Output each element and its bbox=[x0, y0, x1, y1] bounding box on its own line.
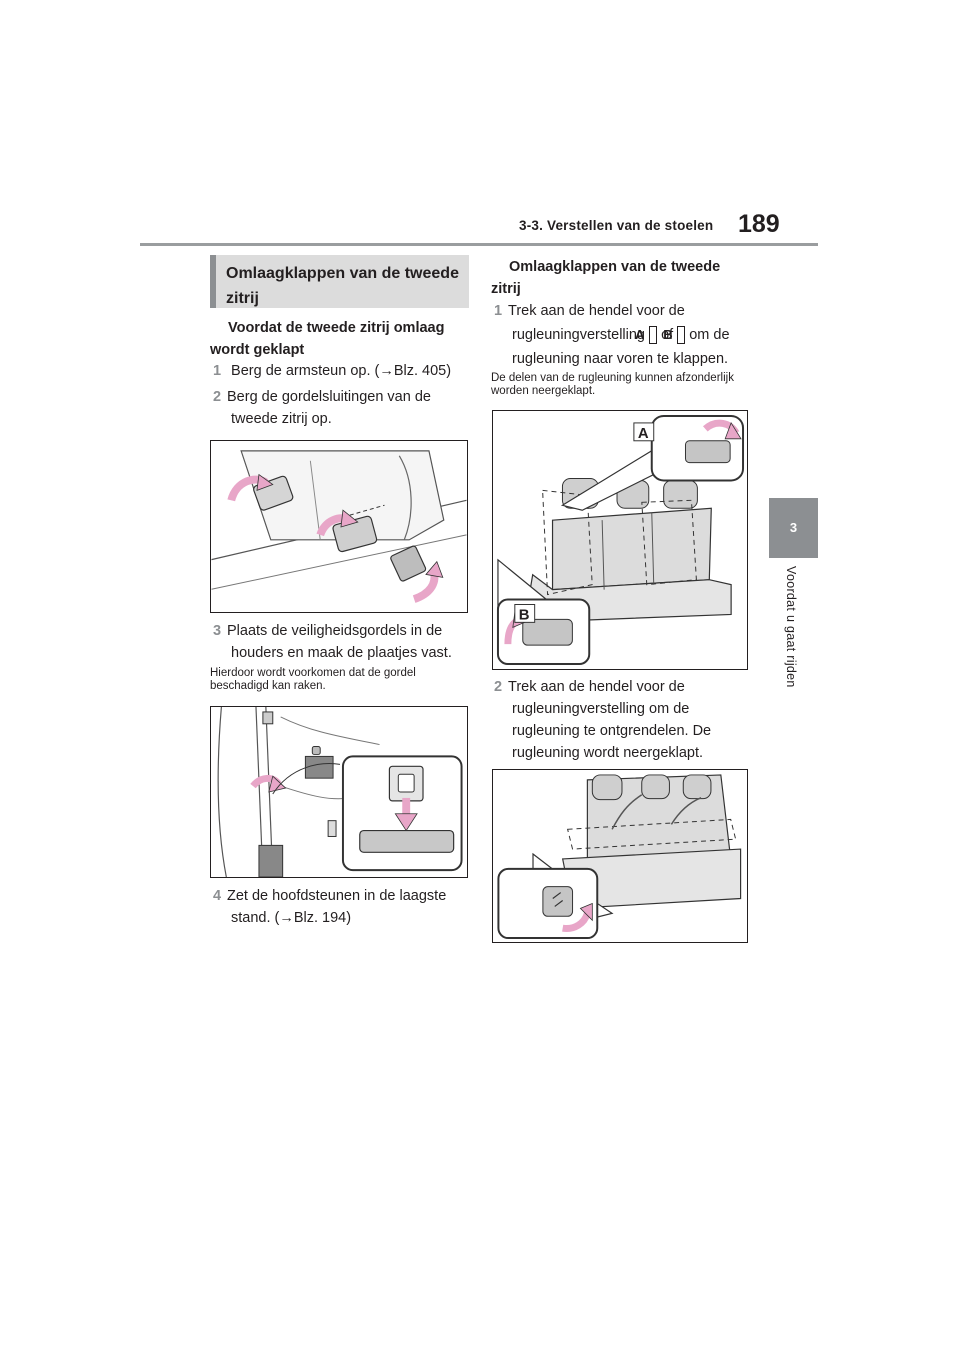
step-text: Berg de armsteun op. (→Blz. 405) bbox=[231, 363, 452, 379]
figure-buckle-storage bbox=[210, 440, 468, 613]
note-belt-damage: Hierdoor wordt voorkomen dat de gordel b… bbox=[210, 667, 416, 692]
step-number: 2 bbox=[494, 679, 503, 695]
step-number: 1 bbox=[494, 303, 503, 319]
page-number: 189 bbox=[738, 210, 780, 238]
belt-holder-illustration bbox=[217, 707, 463, 877]
label-a-badge: A bbox=[635, 326, 658, 344]
subheading-text: Omlaagklappen van de tweede zitrij bbox=[491, 259, 721, 297]
step-3: 3 Plaats de veiligheidsgordels in de houd… bbox=[213, 620, 471, 664]
square-bullet-icon bbox=[210, 316, 226, 332]
step-text: Plaats de veiligheidsgordels in de houde… bbox=[227, 623, 452, 661]
buckle-illustration bbox=[211, 450, 467, 603]
chapter-tab: 3 bbox=[769, 498, 818, 558]
step-number: 1 bbox=[213, 363, 222, 379]
chapter-number: 3 bbox=[789, 520, 798, 535]
section-title: 3-3. Verstellen van de stoelen bbox=[519, 218, 714, 233]
figure-backrest-folded bbox=[492, 769, 748, 943]
note-separate-folding: De delen van de rugleuning kunnen afzond… bbox=[491, 372, 734, 397]
header-divider bbox=[140, 243, 818, 246]
figure-belt-holder bbox=[210, 706, 468, 878]
backrest-folded-illustration bbox=[497, 774, 742, 940]
step-text-end: om de rugleuning naar voren te klappen. bbox=[512, 327, 730, 367]
step-4: 4 Zet de hoofdsteunen in de laagste stand… bbox=[213, 885, 471, 929]
label-b-badge: B bbox=[663, 326, 686, 344]
step-text: Trek aan de hendel voor de rugleuningver… bbox=[508, 679, 712, 761]
square-bullet-icon bbox=[491, 255, 507, 271]
fold-step-2: 2 Trek aan de hendel voor de rugleuningve… bbox=[494, 676, 752, 764]
fold-step-1: 1 Trek aan de hendel voor de rugleuningve… bbox=[494, 299, 752, 371]
chapter-title: Voordat u gaat rijden bbox=[784, 566, 798, 688]
step-2: 2 Berg de gordelsluitingen van de tweede … bbox=[213, 386, 468, 430]
subheading-folding: Omlaagklappen van de tweede zitrij bbox=[491, 255, 753, 300]
section-heading: Omlaagklappen van de tweede zitrij bbox=[210, 255, 469, 308]
step-text-middle: of bbox=[661, 327, 674, 343]
step-text: Berg de gordelsluitingen van de tweede z… bbox=[227, 389, 431, 427]
callout-a: A bbox=[638, 426, 649, 442]
subheading-text: Voordat de tweede zitrij omlaag wordt ge… bbox=[210, 320, 445, 358]
step-number: 4 bbox=[213, 888, 222, 904]
step-number: 3 bbox=[213, 623, 222, 639]
step-text: Zet de hoofdsteunen in de laagste stand.… bbox=[227, 888, 447, 926]
seat-levers-illustration: A B bbox=[496, 414, 745, 666]
figure-seat-levers: A B bbox=[492, 410, 748, 670]
step-number: 2 bbox=[213, 389, 222, 405]
step-1: 1 Berg de armsteun op. (→Blz. 405) bbox=[213, 360, 473, 382]
step-text: Trek aan de hendel voor de rugleuningver… bbox=[508, 303, 685, 343]
subheading-before-folding: Voordat de tweede zitrij omlaag wordt ge… bbox=[210, 316, 472, 361]
callout-b: B bbox=[519, 607, 530, 623]
